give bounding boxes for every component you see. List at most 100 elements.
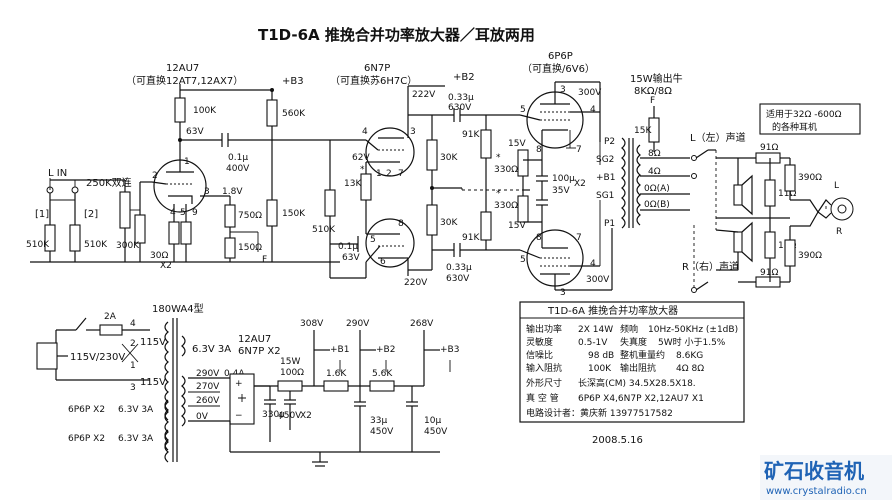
v3-pin4-a: 4	[590, 105, 596, 115]
resistor-150	[224, 237, 236, 259]
r15k-label: 15K	[634, 126, 652, 136]
watermark-cn: 矿石收音机	[764, 459, 864, 483]
tap-0b: 0Ω(B)	[644, 200, 670, 210]
spec-row0-k1: 输出功率	[526, 323, 562, 335]
v3-pin4-b: 4	[590, 259, 596, 269]
star-b: *	[496, 189, 501, 199]
spec-row0-k2: 频响	[620, 323, 638, 335]
v300a-label: 300V	[578, 88, 602, 98]
v308-label: 308V	[300, 319, 324, 329]
xfmr-z-label: 8KΩ/8Ω	[634, 86, 672, 97]
xfmr-primary-coil	[621, 137, 626, 229]
b3-out: +B3	[440, 345, 459, 355]
v300b-label: 300V	[586, 275, 610, 285]
r510k-c-label: 510K	[312, 225, 336, 235]
x2-label-a: X2	[160, 261, 172, 271]
x2b-label: X2	[574, 179, 586, 189]
resistor-750	[224, 204, 236, 228]
b1-out: +B1	[330, 345, 349, 355]
resistor-91-a	[755, 152, 781, 164]
r150k-label: 150K	[282, 209, 306, 219]
v2-pin4: 4	[362, 127, 368, 137]
v15b-label: 15V	[508, 221, 526, 231]
v3-name: 6P6P	[548, 51, 573, 62]
resistor-150k	[266, 199, 278, 227]
spec-row0-v2: 10Hz-50KHz (±1dB)	[648, 325, 738, 335]
spec-size-value: 长深高(CM) 34.5X28.5X18.	[578, 377, 696, 389]
v2-pin8: 8	[398, 219, 404, 229]
feedback-f-label: F	[262, 255, 267, 265]
resistor-100k	[174, 97, 186, 123]
b2-rail-label: +B2	[453, 72, 475, 83]
resistor-11-b	[764, 231, 776, 259]
resistor-30k-a	[426, 139, 438, 171]
svg-text:−: −	[235, 411, 243, 421]
spec-tubes-label: 真 空 管	[526, 392, 559, 404]
c33-label: 33μ	[370, 416, 387, 426]
right-channel-label: R（右）声道	[682, 260, 739, 273]
spec-row3-k1: 输入阻抗	[526, 362, 562, 374]
switch-contact-8[interactable]	[691, 155, 697, 161]
r30k-b-label: 30K	[440, 218, 458, 228]
v2-pin2: 2	[386, 169, 392, 179]
ptx-label: 180WA4型	[152, 302, 204, 315]
resistor-330-a	[517, 149, 529, 177]
hv-label: 290V	[196, 369, 220, 379]
c330-label: 330μ	[262, 410, 285, 420]
star-a: *	[496, 153, 501, 163]
resistor-91k-b	[480, 211, 492, 241]
r91k-b-label: 91K	[462, 233, 480, 243]
r30k-a-label: 30K	[440, 153, 458, 163]
r56k-label: 5.6K	[372, 369, 393, 379]
resistor-330-b	[517, 195, 529, 223]
c63-label: 63V	[342, 253, 360, 263]
speaker-right	[733, 231, 743, 253]
hp-note-2: 的各种耳机	[772, 121, 817, 133]
c630a-label: 630V	[448, 103, 472, 113]
spec-size-label: 外形尺寸	[526, 377, 562, 389]
watermark-url: www.crystalradio.cn	[766, 486, 867, 497]
c100-label: 100μ	[552, 174, 575, 184]
mains-socket[interactable]	[36, 342, 58, 370]
v3-pin3-b: 3	[560, 288, 566, 298]
xfmr-p2: P2	[604, 137, 615, 147]
tap-0a: 0Ω(A)	[644, 184, 670, 194]
xfmr-label: 15W输出牛	[630, 72, 683, 85]
input-label: L IN	[48, 168, 67, 179]
spec-row1-v1: 0.5-1V	[578, 338, 608, 348]
volume-pot[interactable]	[119, 191, 131, 229]
switch-contact-4[interactable]	[691, 173, 697, 179]
resistor-560k	[266, 99, 278, 127]
h1-label: 6.3V 3A	[192, 344, 231, 355]
resistor-390-a	[784, 164, 796, 192]
hp-note-1: 适用于32Ω -600Ω	[766, 109, 842, 120]
h1-tube1: 12AU7	[238, 334, 271, 345]
spec-title: T1D-6A 推挽合并功率放大器	[547, 304, 678, 317]
c033b-label: 0.33μ	[446, 263, 472, 273]
selector-switch-lower[interactable]	[695, 281, 709, 291]
c10-label: 10μ	[424, 416, 441, 426]
r91a-label: 91Ω	[760, 143, 778, 153]
v2-pin3: 3	[410, 127, 416, 137]
resistor-1k6	[323, 380, 349, 392]
ptx-n4: 4	[130, 319, 136, 329]
v3-pin8-a: 8	[536, 145, 542, 155]
v18-label: 1.8V	[222, 187, 243, 197]
tap-8: 8Ω	[648, 149, 661, 159]
w115a-label: 115V	[140, 337, 166, 348]
input-ch1: [1]	[35, 209, 49, 220]
v3-pin5-b: 5	[520, 255, 526, 265]
spec-designer: 电路设计者：黄庆新 13977517582	[526, 407, 673, 419]
r330a-label: 330Ω	[494, 165, 518, 175]
input-ch2: [2]	[84, 209, 98, 220]
spec-row0-v1: 2X 14W	[578, 325, 613, 335]
r13k-label: 13K	[344, 179, 362, 189]
v1-pin9: 9	[192, 208, 198, 218]
tube-6n7p-lower	[365, 218, 415, 268]
v2-pin7: 7	[398, 169, 404, 179]
design-date: 2008.5.16	[592, 435, 643, 446]
v3-note: （可直换/6V6）	[522, 62, 595, 75]
spec-row3-k2: 输出阻抗	[620, 362, 656, 374]
selector-switch-upper[interactable]	[695, 149, 709, 159]
